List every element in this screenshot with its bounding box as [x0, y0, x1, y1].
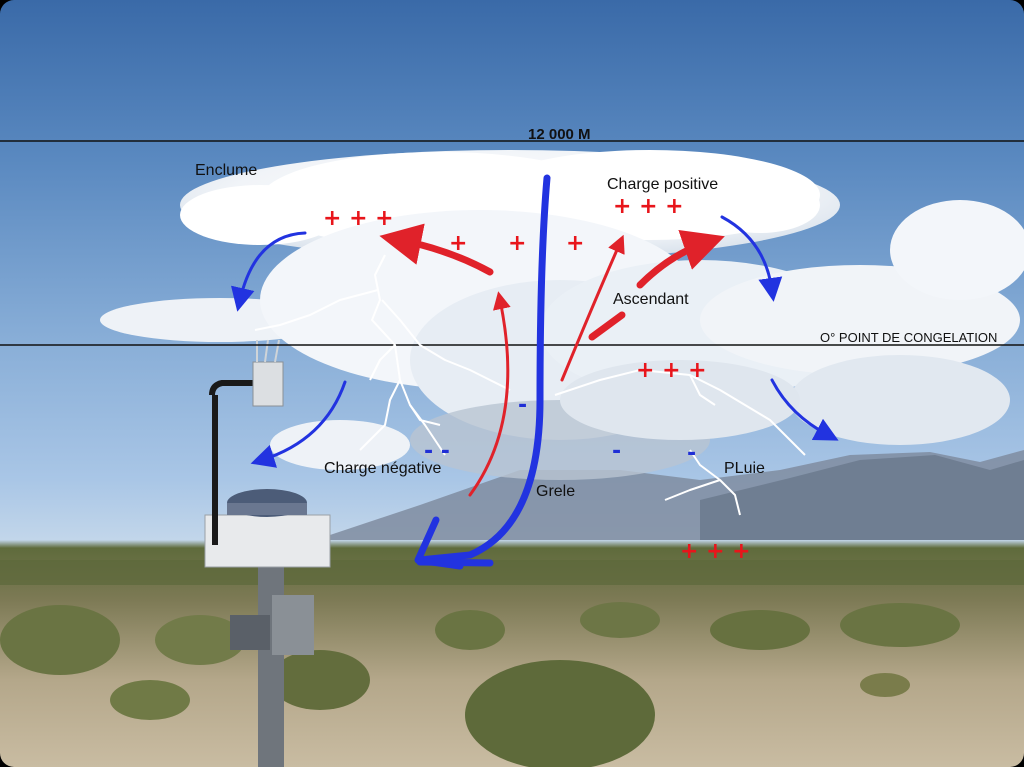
freezing-point-label: O° POINT DE CONGELATION: [820, 330, 997, 345]
updraft-arrows: [379, 223, 725, 497]
desert-scrub: [0, 560, 1024, 767]
positive-charges: + + + + + + + + + + + + + + +: [323, 194, 751, 564]
charge-neg-left: - -: [424, 439, 450, 464]
positive-charge-label: Charge positive: [607, 176, 718, 193]
charge-neg-right: -: [612, 439, 621, 464]
rain-label: PLuie: [724, 460, 765, 477]
lightning-bolts: [254, 254, 806, 516]
updraft-arrow-small: [588, 311, 626, 341]
downdraft-arrow-top-right: [720, 215, 783, 302]
hail-downdraft-arrow: [416, 174, 551, 564]
charge-neg-center: -: [518, 393, 527, 418]
charge-mid-3: +: [566, 231, 584, 256]
charge-neg-far-right: -: [687, 441, 696, 466]
altitude-label: 12 000 M: [528, 126, 591, 143]
charge-top-left: + + +: [323, 206, 394, 231]
downdraft-arrows: [231, 215, 839, 468]
updraft-arrow-center: [468, 291, 511, 497]
updraft-arrow-left: [379, 223, 494, 276]
weather-station: [204, 339, 331, 767]
downdraft-arrow-mid-left: [250, 380, 347, 468]
negative-charge-label: Charge négative: [324, 460, 442, 477]
negative-charges: - - - - -: [424, 393, 696, 466]
updraft-label: Ascendant: [613, 291, 689, 308]
anvil-label: Enclume: [195, 162, 257, 179]
hail-label: Grele: [536, 483, 575, 500]
updraft-arrow-right: [560, 234, 625, 382]
charge-mid-right: + + +: [636, 358, 707, 383]
charge-top-right: + + +: [613, 194, 684, 219]
charge-mid-2: +: [508, 231, 526, 256]
cloud: [100, 150, 1024, 480]
downdraft-arrow-mid-right: [770, 378, 839, 441]
charge-ground: + + +: [680, 539, 751, 564]
downdraft-arrow-top-left: [231, 231, 307, 312]
charge-mid-1: +: [449, 231, 467, 256]
updraft-arrow-strong: [636, 229, 725, 289]
